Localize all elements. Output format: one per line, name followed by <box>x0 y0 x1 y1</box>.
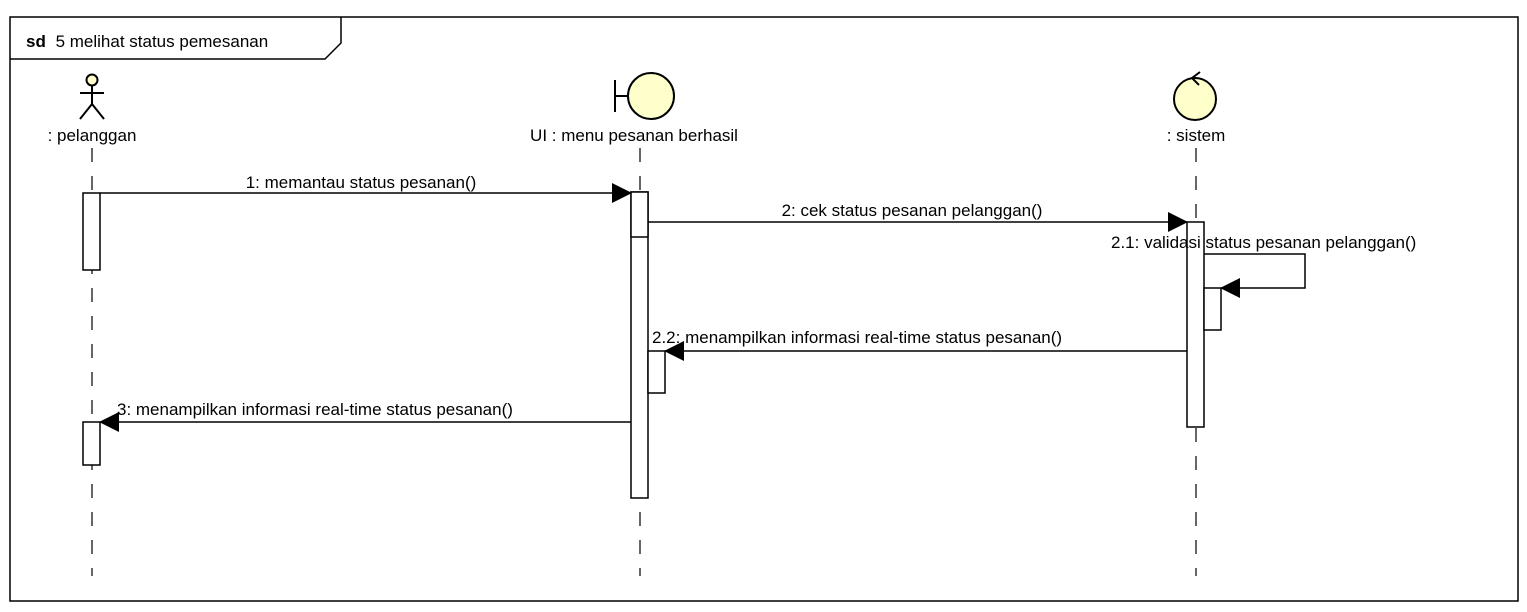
frame-name: 5 melihat status pemesanan <box>56 32 269 51</box>
activation-bar <box>1203 287 1222 331</box>
activation-bar <box>82 192 101 271</box>
message-2-label: 2: cek status pesanan pelanggan() <box>782 201 1043 220</box>
actor-icon <box>79 73 105 120</box>
lifeline-label-pelanggan: : pelanggan <box>48 126 137 145</box>
message-2-1: 2.1: validasi status pesanan pelanggan() <box>1111 233 1416 298</box>
activation-bars <box>82 191 1222 499</box>
message-1: 1: memantau status pesanan() <box>100 173 632 203</box>
message-1-label: 1: memantau status pesanan() <box>246 173 477 192</box>
message-3: 3: menampilkan informasi real-time statu… <box>99 400 631 432</box>
lifeline-ui: UI : menu pesanan berhasil <box>530 72 738 576</box>
frame-title-tab <box>10 17 342 60</box>
activation-bar <box>630 191 649 499</box>
message-2: 2: cek status pesanan pelanggan() <box>648 201 1188 232</box>
frame-keyword: sd <box>26 32 46 51</box>
lifeline-label-ui: UI : menu pesanan berhasil <box>530 126 738 145</box>
frame-title: sd 5 melihat status pemesanan <box>26 32 268 51</box>
activation-bar <box>82 421 101 466</box>
message-2-1-label: 2.1: validasi status pesanan pelanggan() <box>1111 233 1416 252</box>
lifeline-pelanggan: : pelanggan <box>48 73 137 576</box>
activation-bar <box>647 350 666 394</box>
boundary-icon <box>614 72 675 120</box>
activation-bar <box>630 191 649 238</box>
lifeline-sistem: : sistem <box>1167 71 1226 576</box>
control-icon <box>1173 71 1217 121</box>
activation-bar <box>1186 221 1205 428</box>
message-2-2: 2.2: menampilkan informasi real-time sta… <box>652 328 1187 361</box>
lifeline-label-sistem: : sistem <box>1167 126 1226 145</box>
diagram-frame <box>9 16 1519 602</box>
message-3-label: 3: menampilkan informasi real-time statu… <box>117 400 513 419</box>
message-2-2-label: 2.2: menampilkan informasi real-time sta… <box>652 328 1062 347</box>
